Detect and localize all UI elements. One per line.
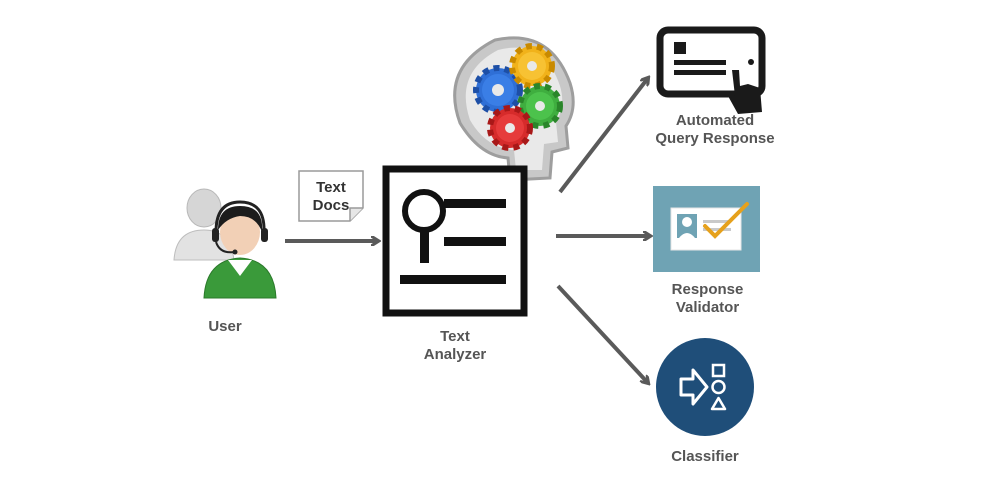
classifier-shapes-icon	[655, 337, 755, 437]
arrow-analyzer-to-query-response	[558, 78, 648, 194]
text-analyzer-label: Text Analyzer	[423, 328, 487, 363]
automated-query-response-label: Automated Query Response	[655, 112, 775, 147]
brain-gears-icon	[440, 28, 580, 184]
user-headset-icon	[168, 180, 282, 302]
response-validator-label: Response Validator	[671, 281, 744, 316]
user-label: User	[208, 318, 242, 335]
document-note-icon	[298, 170, 364, 222]
tablet-touch-icon	[656, 26, 774, 116]
classifier-label: Classifier	[671, 448, 739, 465]
arrow-analyzer-to-classifier	[556, 284, 648, 383]
magnifier-document-icon	[382, 165, 528, 317]
id-card-check-icon	[653, 186, 760, 272]
text-docs-label: Text Docs	[312, 179, 350, 214]
